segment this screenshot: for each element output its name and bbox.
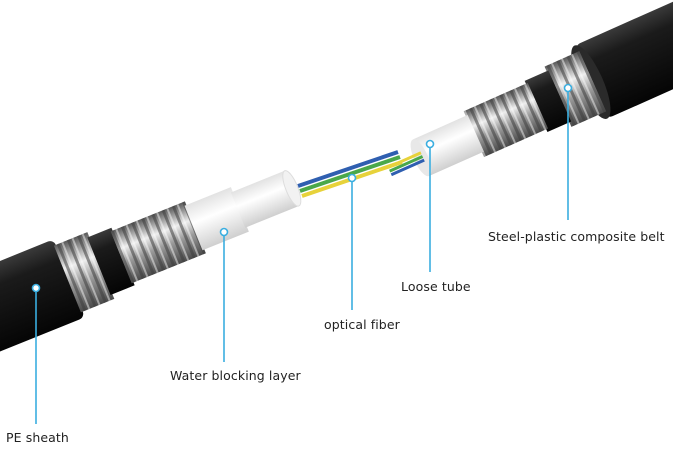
left-pe-sheath	[0, 241, 84, 365]
label-optical-fiber: optical fiber	[324, 317, 400, 332]
right-pe-sheath	[576, 0, 673, 117]
label-loose-tube: Loose tube	[401, 279, 471, 294]
fiber-bundle	[297, 150, 403, 198]
left-loose-tube	[230, 170, 299, 228]
leader-lines	[31, 83, 573, 424]
label-steel-plastic-composite-belt: Steel-plastic composite belt	[488, 229, 665, 244]
label-pe-sheath: PE sheath	[6, 430, 69, 445]
left-inner-sheath	[87, 227, 135, 296]
label-water-blocking-layer: Water blocking layer	[170, 368, 301, 383]
left-cable	[0, 170, 302, 365]
left-water-blocking	[184, 187, 249, 251]
right-inner-sheath	[524, 70, 572, 133]
right-cable	[387, 0, 673, 177]
